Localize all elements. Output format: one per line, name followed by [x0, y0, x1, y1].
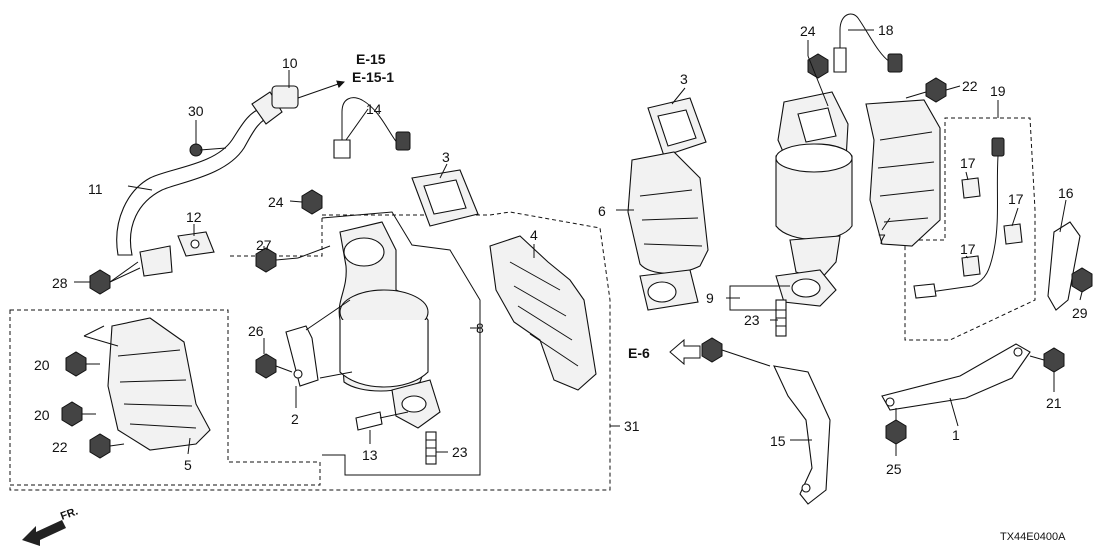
- callout-7: 7: [878, 231, 886, 247]
- callout-3-left: 3: [442, 149, 450, 165]
- callout-15: 15: [770, 433, 786, 449]
- callout-28: 28: [52, 275, 68, 291]
- catalytic-converter-8-part: [338, 221, 441, 429]
- callout-30: 30: [188, 103, 204, 119]
- callout-14: 14: [366, 101, 382, 117]
- clip-17-a-part: [961, 177, 981, 199]
- callout-17-b: 17: [1008, 191, 1024, 207]
- callout-24-right: 24: [800, 23, 816, 39]
- heat-shield-4-part: [489, 235, 597, 391]
- callout-3-right: 3: [680, 71, 688, 87]
- sensor-13-part: [355, 411, 409, 431]
- front-direction-arrow: [22, 520, 66, 546]
- callout-25: 25: [886, 461, 902, 477]
- callout-22-left: 22: [52, 439, 68, 455]
- e15-pointer-arrow: [297, 80, 345, 99]
- callout-6: 6: [598, 203, 606, 219]
- callout-31: 31: [624, 418, 640, 434]
- callout-27: 27: [256, 237, 272, 253]
- gasket-12-part: [177, 231, 215, 257]
- nut-24-right-part: [807, 53, 829, 79]
- callout-12: 12: [186, 209, 202, 225]
- oxygen-sensor-19-part: [913, 137, 1005, 299]
- ref-e15-1: E-15-1: [352, 69, 394, 85]
- callout-9: 9: [706, 290, 714, 306]
- callout-10: 10: [282, 55, 298, 71]
- clip-17-c-part: [961, 255, 981, 277]
- bolt-25-part: [885, 408, 907, 445]
- callout-29: 29: [1072, 305, 1088, 321]
- bracket-15-part: [773, 365, 831, 505]
- bolt-22-right-part: [905, 77, 947, 103]
- bolt-22-left-part: [89, 433, 125, 459]
- bolt-21-part: [1029, 347, 1065, 373]
- callout-5: 5: [184, 457, 192, 473]
- nut-24-left-part: [301, 189, 323, 215]
- bracket-16-part: [1047, 221, 1093, 311]
- callout-18: 18: [878, 22, 894, 38]
- callout-11: 11: [88, 181, 103, 197]
- front-label: FR.: [59, 505, 80, 522]
- bolt-30-part: [189, 143, 227, 157]
- gasket-3-right-part: [647, 97, 707, 157]
- clip-17-b-part: [1003, 223, 1023, 245]
- stud-23-left-part: [425, 431, 437, 465]
- oxygen-sensor-18-part: [833, 13, 903, 73]
- callout-1: 1: [952, 427, 960, 443]
- exhaust-pipe-part: [116, 85, 299, 277]
- callout-2: 2: [291, 411, 299, 427]
- callout-20-lower: 20: [34, 407, 50, 423]
- oxygen-sensor-14-part: [333, 97, 411, 159]
- ref-e6: E-6: [628, 345, 650, 361]
- stud-23-right-part: [775, 299, 787, 337]
- bracket-2-part: [255, 325, 319, 387]
- catalytic-converter-7-part: [775, 91, 853, 307]
- catalytic-converter-6-part: [627, 151, 709, 311]
- callout-24-left: 24: [268, 194, 284, 210]
- bolt-27-part: [255, 247, 299, 273]
- callout-20-upper: 20: [34, 357, 50, 373]
- gasket-3-left-part: [411, 169, 479, 227]
- callout-23-right: 23: [744, 312, 760, 328]
- bracket-1-part: [881, 343, 1031, 411]
- callout-4: 4: [530, 227, 538, 243]
- callout-23-left: 23: [452, 444, 468, 460]
- callout-19: 19: [990, 83, 1006, 99]
- nut-28-part: [89, 269, 111, 295]
- callout-8: 8: [476, 320, 484, 336]
- bolt-20-upper-part: [65, 351, 100, 377]
- bolt-e6-part: [701, 337, 771, 367]
- leader-lines: [74, 29, 1083, 456]
- ref-e15: E-15: [356, 51, 386, 67]
- callout-17-c: 17: [960, 241, 976, 257]
- e6-pointer-arrow: [669, 338, 701, 366]
- heat-shield-5-part: [107, 317, 211, 451]
- bolt-20-lower-part: [61, 401, 96, 427]
- callout-16: 16: [1058, 185, 1074, 201]
- document-code: TX44E0400A: [1000, 531, 1066, 543]
- group-outlines: [9, 117, 1036, 491]
- callout-17-a: 17: [960, 155, 976, 171]
- callout-labels: 10 30 11 12 28 14 3 24 27 26 2 13 23 8 4…: [34, 22, 1088, 543]
- callout-26: 26: [248, 323, 264, 339]
- callout-22-right: 22: [962, 78, 978, 94]
- callout-21: 21: [1046, 395, 1062, 411]
- heat-shield-7-part: [865, 99, 941, 247]
- callout-13: 13: [362, 447, 378, 463]
